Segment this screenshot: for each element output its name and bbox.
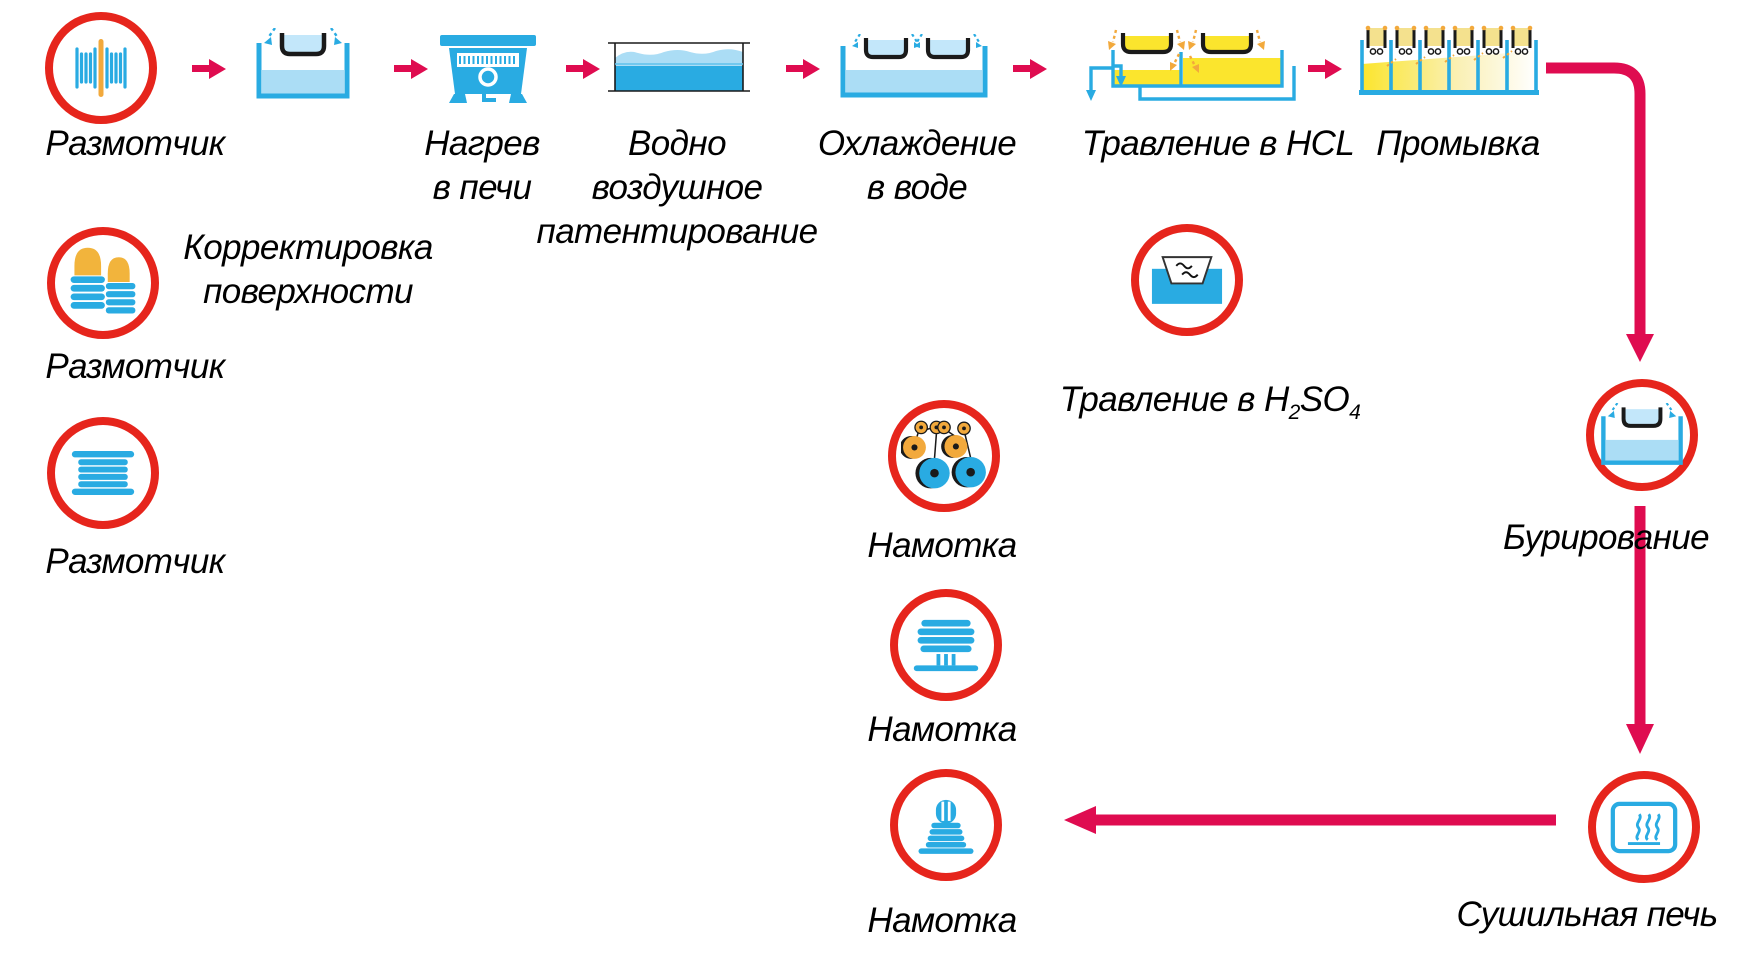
node-surface-correction [47,227,159,339]
drying-oven-icon [1610,801,1678,853]
arrowhead-left-icon [1064,806,1096,834]
label-furnace: Нагрев в печи [424,124,540,207]
cooling-tank-icon [840,34,988,98]
label-surface-correction: Корректировка поверхности [183,228,433,311]
label-winder-1: Намотка [867,526,1017,565]
flow-arrow-icon [1308,59,1342,79]
dip-tank-icon [1601,402,1683,465]
dip-tank-icon [256,28,350,99]
coil-stacks-icon [70,247,136,314]
flow-arrow-icon [192,59,226,79]
label-cooling: Охлаждение в воде [817,124,1017,207]
spool-side-icon [71,451,135,495]
acid-bath-icon [1151,255,1223,304]
coil-winder-icon [918,799,974,854]
furnace-icon [440,35,536,103]
flow-arrow-icon [1013,59,1047,79]
hcl-pickling-bath-icon [1086,29,1296,101]
arrowhead-down-icon [1626,724,1654,754]
label-h2so4: Травление в H2SO4 [1059,380,1361,424]
node-drying-oven [1588,771,1700,883]
label-unwinder-2: Размотчик [45,347,225,386]
label-winder-3: Намотка [867,901,1017,940]
water-air-bath-icon [608,42,750,92]
label-winder-2: Намотка [867,710,1017,749]
label-unwinder-1: Размотчик [45,124,225,163]
label-burnishing: Бурирование [1503,518,1710,557]
node-unwinder-1 [45,12,157,124]
label-drying-oven: Сушильная печь [1456,895,1718,934]
arrowhead-down-icon [1626,334,1654,362]
wire-spool-icon [75,39,127,97]
spool-stand-icon [913,619,979,671]
flow-arrow-icon [786,59,820,79]
label-hcl: Травление в HCL [1081,124,1355,163]
node-h2so4-pickling [1131,224,1243,336]
flow-arrow-icon [566,59,600,79]
flow-arrow-icon [394,59,428,79]
label-patenting: Водно воздушное патентирование [536,124,819,251]
node-winder-1 [888,400,1000,512]
node-winder-2 [890,589,1002,701]
arrow-washing-to-burnishing [1546,62,1646,336]
node-burnishing [1586,379,1698,491]
node-unwinder-3 [47,417,159,529]
washing-cells-icon [1359,24,1539,95]
pulley-winder-icon [901,420,986,489]
node-winder-3 [890,769,1002,881]
label-unwinder-3: Размотчик [45,542,225,581]
label-washing: Промывка [1376,124,1540,163]
